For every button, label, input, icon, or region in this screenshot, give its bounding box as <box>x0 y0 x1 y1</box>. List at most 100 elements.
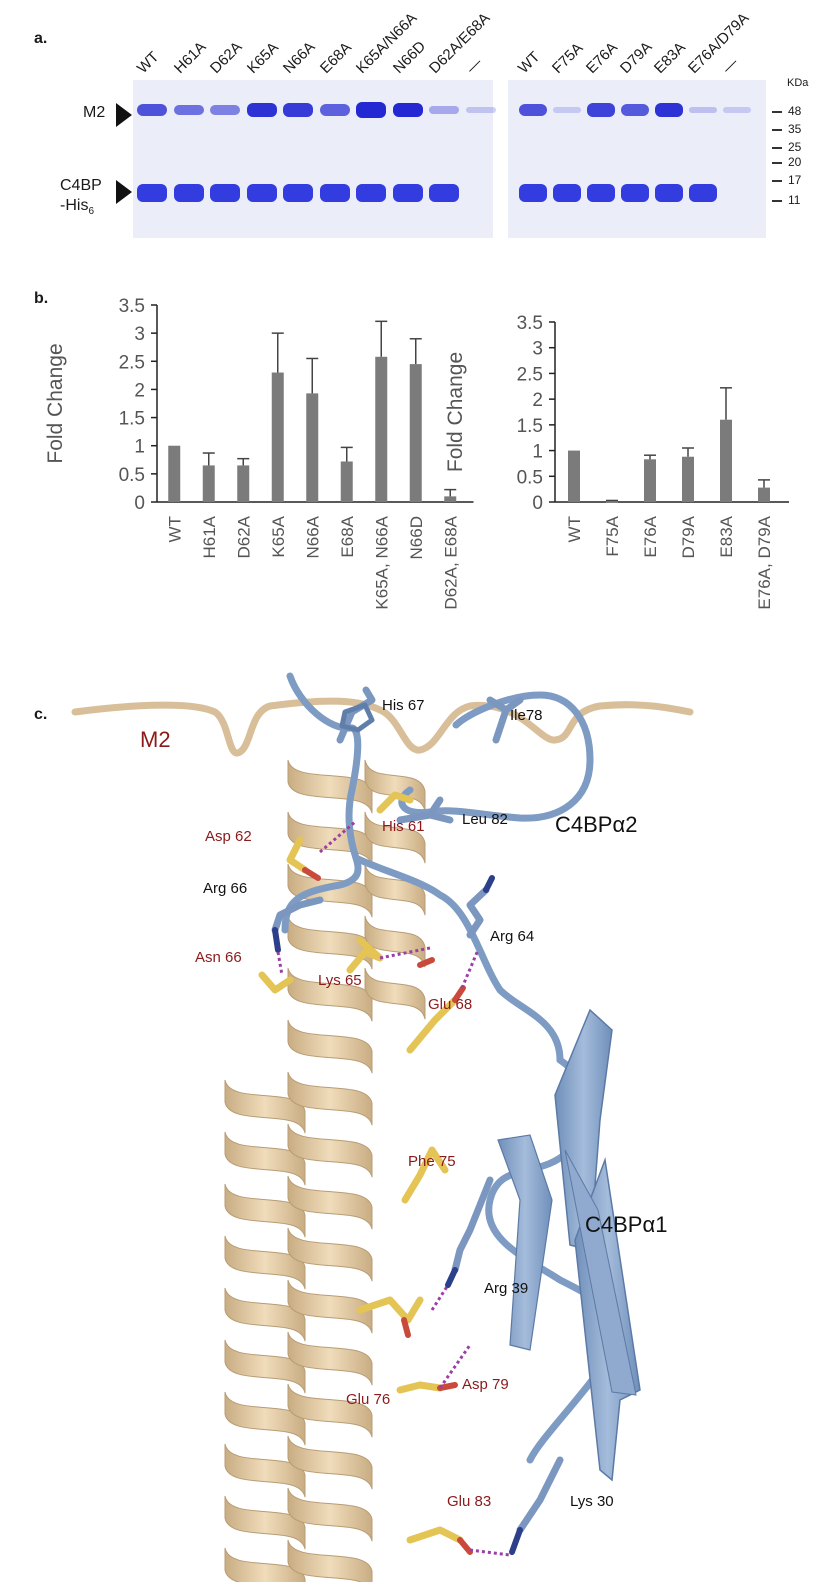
helix-turn <box>364 811 426 864</box>
helix-turn <box>364 915 426 968</box>
y-tick-label: 1 <box>134 437 145 458</box>
helix-turn <box>287 1279 373 1334</box>
category-label: F75A <box>603 515 622 556</box>
bar <box>237 465 250 502</box>
c4bp-band <box>210 184 240 202</box>
category-label: N66A <box>303 515 322 558</box>
m2-band <box>519 103 547 117</box>
c4bp-arrow-icon <box>116 180 132 204</box>
panel-b-letter: b. <box>34 290 49 307</box>
right-gel <box>508 80 766 238</box>
c4bp-band <box>319 184 350 202</box>
c4bp-a2-label: C4BPα2 <box>555 812 637 837</box>
y-tick-label: 3 <box>134 324 145 345</box>
bar <box>568 450 580 502</box>
c4bp-band <box>655 184 683 202</box>
hydrogen-bonds <box>276 820 511 1557</box>
lane-label: N66A <box>279 38 319 77</box>
m2-band <box>283 103 313 117</box>
y-tick-label: 1.5 <box>517 416 543 437</box>
c4bp-band <box>621 184 649 202</box>
helix-turn <box>287 1487 373 1542</box>
helix-turn <box>287 759 373 814</box>
m2-band <box>655 103 683 117</box>
c4bp-band <box>173 184 204 202</box>
c4bp-label-subscript: 6 <box>88 206 94 218</box>
panel-c-letter: c. <box>34 706 48 723</box>
helix-turn <box>224 1287 306 1342</box>
mw-tick <box>772 147 782 149</box>
y-tick-label: 1 <box>532 442 543 463</box>
mw-label: 17 <box>788 173 802 187</box>
category-label: N66D <box>407 516 426 559</box>
y-tick-label: 0.5 <box>119 465 145 486</box>
bar <box>271 372 284 502</box>
category-label: D62A, E68A <box>441 515 460 609</box>
c4bp-label-line2: -His <box>60 197 89 214</box>
m2-residue-label: Asn 66 <box>195 949 242 966</box>
helix-turn <box>364 967 426 1020</box>
m2-band <box>319 104 350 116</box>
beta-strand-4 <box>497 1134 553 1351</box>
c4bp-band <box>429 184 459 202</box>
lane-label: E76A <box>582 39 621 77</box>
lane-label: F75A <box>548 39 587 77</box>
c4bp-residue-label: Arg 66 <box>203 880 247 897</box>
helix-turn <box>287 1019 373 1074</box>
lane-label: WT <box>514 48 544 77</box>
m2-band <box>587 103 615 117</box>
y-tick-label: 0 <box>532 493 543 514</box>
m2-band <box>621 104 649 116</box>
mw-tick <box>772 162 782 164</box>
helix-turn <box>287 967 373 1022</box>
helix-turn <box>224 1339 306 1394</box>
c4bp-residue-label: Arg 39 <box>484 1280 528 1297</box>
beta-strand-1 <box>554 1008 613 1251</box>
helix-turn <box>287 1071 373 1126</box>
bar <box>409 364 422 502</box>
y-tick-label: 2.5 <box>517 364 543 385</box>
lane-label: D79A <box>616 38 656 77</box>
c4bp-band <box>283 184 313 202</box>
c4bp-a1-label: C4BPα1 <box>585 1212 667 1237</box>
lane-label: K65A <box>243 39 282 77</box>
bar <box>202 465 215 502</box>
category-label: E76A <box>641 515 660 557</box>
c4bp-band <box>519 184 547 202</box>
m2-residue-label: Glu 68 <box>428 996 472 1013</box>
c4bp-band-label: C4BP -His6 <box>60 176 102 222</box>
m2-loop <box>71 697 694 757</box>
bar <box>168 445 181 502</box>
helix-turn <box>224 1079 306 1134</box>
category-label: K65A <box>269 515 288 557</box>
category-label: E68A <box>338 515 357 557</box>
m2-band <box>553 106 581 114</box>
c4bp-residue-label: Arg 64 <box>490 928 534 945</box>
y-tick-label: 1.5 <box>119 409 145 430</box>
c4bp-residue-label: Leu 82 <box>462 811 508 828</box>
helix-turn <box>287 915 373 970</box>
bar <box>758 487 770 502</box>
helix-turn <box>224 1183 306 1238</box>
lane-label: E68A <box>316 39 355 77</box>
bar <box>306 393 319 502</box>
m2-band <box>210 105 240 115</box>
c4bp-band <box>246 184 277 202</box>
category-label: K65A, N66A <box>372 515 391 609</box>
mw-tick <box>772 180 782 182</box>
mw-label: 11 <box>788 193 801 207</box>
c4bp-residue-label: Ile78 <box>510 707 543 724</box>
category-label: WT <box>165 516 184 542</box>
c4bp-band <box>392 184 423 202</box>
c4bp-residue-label: Lys 30 <box>570 1493 614 1510</box>
y-tick-label: 2.5 <box>119 352 145 373</box>
side-chains <box>258 686 564 1555</box>
helix-turn <box>364 863 426 916</box>
y-tick-label: 2 <box>134 380 145 401</box>
m2-residue-label: His 61 <box>382 818 425 835</box>
bar <box>375 356 388 502</box>
